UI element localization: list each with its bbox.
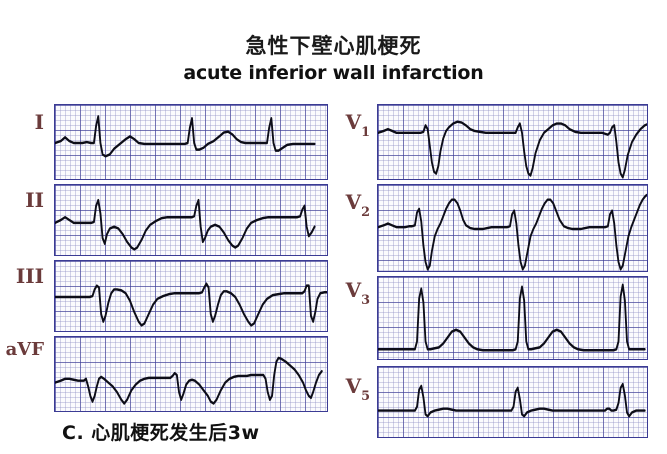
lead-label-I: I — [6, 112, 44, 132]
lead-label-V3-subscript: 3 — [361, 293, 370, 308]
page-title-english: acute inferior wall infarction — [183, 62, 484, 84]
lead-label-aVF-text: aVF — [5, 339, 44, 360]
lead-label-V5: V5 — [330, 374, 370, 404]
ecg-trace-V2-svg — [378, 193, 647, 271]
ecg-trace-II-svg — [55, 198, 316, 251]
ecg-trace-I — [55, 115, 316, 158]
ecg-strip-I — [54, 104, 328, 180]
lead-label-V3-text: V — [345, 278, 362, 302]
lead-label-III: III — [6, 266, 44, 286]
lead-label-V1-text: V — [345, 110, 362, 134]
ecg-trace-III — [55, 282, 327, 327]
ecg-trace-V2 — [378, 193, 647, 271]
figure-caption: C. 心肌梗死发生后3w — [62, 422, 260, 444]
lead-label-V5-text: V — [345, 374, 362, 398]
ecg-strip-II — [54, 184, 328, 256]
lead-label-III-text: III — [15, 264, 44, 288]
lead-label-II: II — [6, 190, 44, 210]
lead-label-V5-subscript: 5 — [361, 389, 370, 404]
ecg-trace-I-svg — [55, 115, 316, 158]
ecg-trace-aVF-svg — [55, 356, 323, 405]
ecg-trace-III-svg — [55, 282, 327, 327]
ecg-trace-V1 — [378, 120, 647, 179]
lead-label-V3: V3 — [330, 278, 370, 308]
ecg-trace-V1-svg — [378, 120, 647, 179]
ecg-strip-V3 — [377, 276, 648, 360]
lead-label-V2-text: V — [345, 190, 362, 214]
ecg-strip-V2 — [377, 184, 648, 272]
ecg-trace-V5 — [378, 382, 646, 418]
lead-label-I-text: I — [34, 110, 44, 134]
ecg-strip-aVF — [54, 336, 328, 412]
ecg-strip-V1 — [377, 104, 648, 180]
ecg-strip-III — [54, 260, 328, 332]
lead-label-V1: V1 — [330, 110, 370, 140]
ecg-strip-V5 — [377, 366, 648, 438]
ecg-trace-V3 — [378, 283, 646, 352]
lead-label-aVF: aVF — [0, 341, 44, 359]
ecg-trace-II — [55, 198, 316, 251]
page-title-chinese: 急性下壁心肌梗死 — [245, 34, 422, 58]
ecg-trace-V3-svg — [378, 283, 646, 352]
lead-label-V2: V2 — [330, 190, 370, 220]
ecg-trace-aVF — [55, 356, 323, 405]
lead-label-II-text: II — [25, 188, 44, 212]
lead-label-V1-subscript: 1 — [361, 125, 370, 140]
lead-label-V2-subscript: 2 — [361, 205, 370, 220]
ecg-trace-V5-svg — [378, 382, 646, 418]
